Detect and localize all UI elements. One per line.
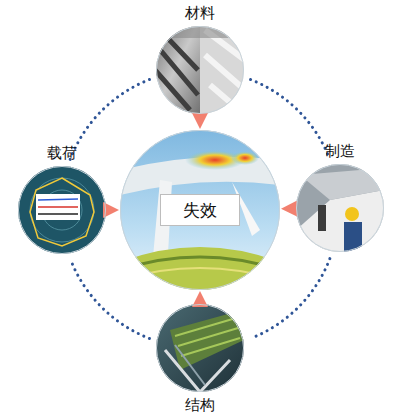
- factor-circle: 制造: [296, 164, 384, 252]
- center-label: 失效: [160, 194, 240, 226]
- factor-heading: 制造: [325, 142, 355, 160]
- structure-render: [156, 304, 244, 392]
- circle-outline: [156, 26, 244, 114]
- factor-heading: 材料: [185, 4, 215, 22]
- dotted-ring-arc: [251, 80, 330, 158]
- circle-border: [157, 305, 244, 392]
- influence-arrow: [197, 115, 204, 121]
- factor-circle: 材料: [156, 26, 244, 114]
- circle-border: [157, 27, 244, 114]
- circle-border: [19, 167, 106, 254]
- factor-heading: 结构: [185, 396, 215, 414]
- circle-border: [297, 165, 384, 252]
- load-chart: [18, 166, 106, 254]
- influence-arrow: [107, 207, 111, 214]
- manufacturing-photo: [296, 164, 384, 252]
- circle-outline: [156, 304, 244, 392]
- failure-scene: [120, 130, 280, 290]
- influence-arrow: [197, 299, 204, 303]
- circle-outline: [296, 164, 384, 252]
- dotted-ring-arc: [70, 80, 149, 160]
- factor-heading: 载荷: [47, 144, 77, 162]
- circle-border: [121, 131, 280, 290]
- dotted-ring-arc: [251, 259, 330, 339]
- dotted-ring-arc: [71, 260, 150, 338]
- materials-photo: [150, 20, 250, 120]
- factor-circle: 载荷: [18, 166, 106, 254]
- center-circle: 失效: [120, 130, 280, 290]
- circle-outline: [18, 166, 106, 254]
- influence-arrow: [289, 205, 295, 212]
- factor-circle: 结构: [156, 304, 244, 392]
